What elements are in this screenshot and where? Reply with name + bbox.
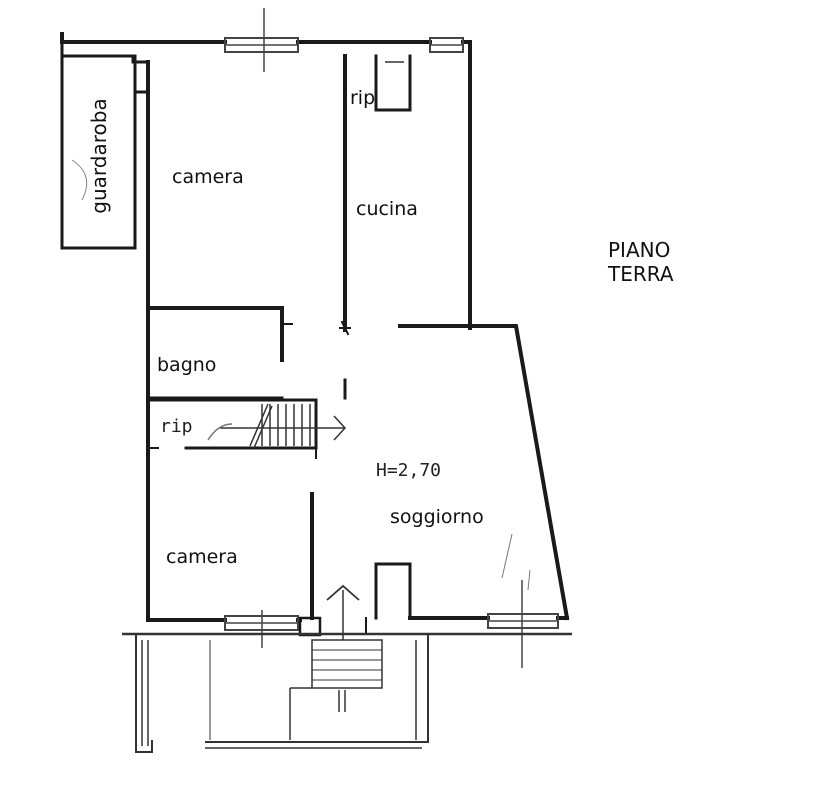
label-bagno: bagno [157,354,217,376]
label-guardaroba: guardaroba [87,98,111,214]
interior-walls [146,54,412,637]
label-rip-stair: rip [160,416,193,437]
label-camera-top: camera [172,166,244,188]
sketch-marks [501,533,531,591]
floor-label-line2: TERRA [608,262,674,286]
staircase [207,403,347,449]
guardaroba-cabinet [60,54,148,250]
label-rip-top: rip [350,87,376,109]
windows [224,8,559,668]
label-camera-bottom: camera [166,546,238,568]
label-soggiorno: soggiorno [390,506,484,528]
floor-label-line1: PIANO [608,238,671,262]
label-cucina: cucina [356,198,418,220]
entrance-porch [122,584,572,753]
exterior-walls [60,32,570,622]
label-height: H=2,70 [376,460,442,481]
